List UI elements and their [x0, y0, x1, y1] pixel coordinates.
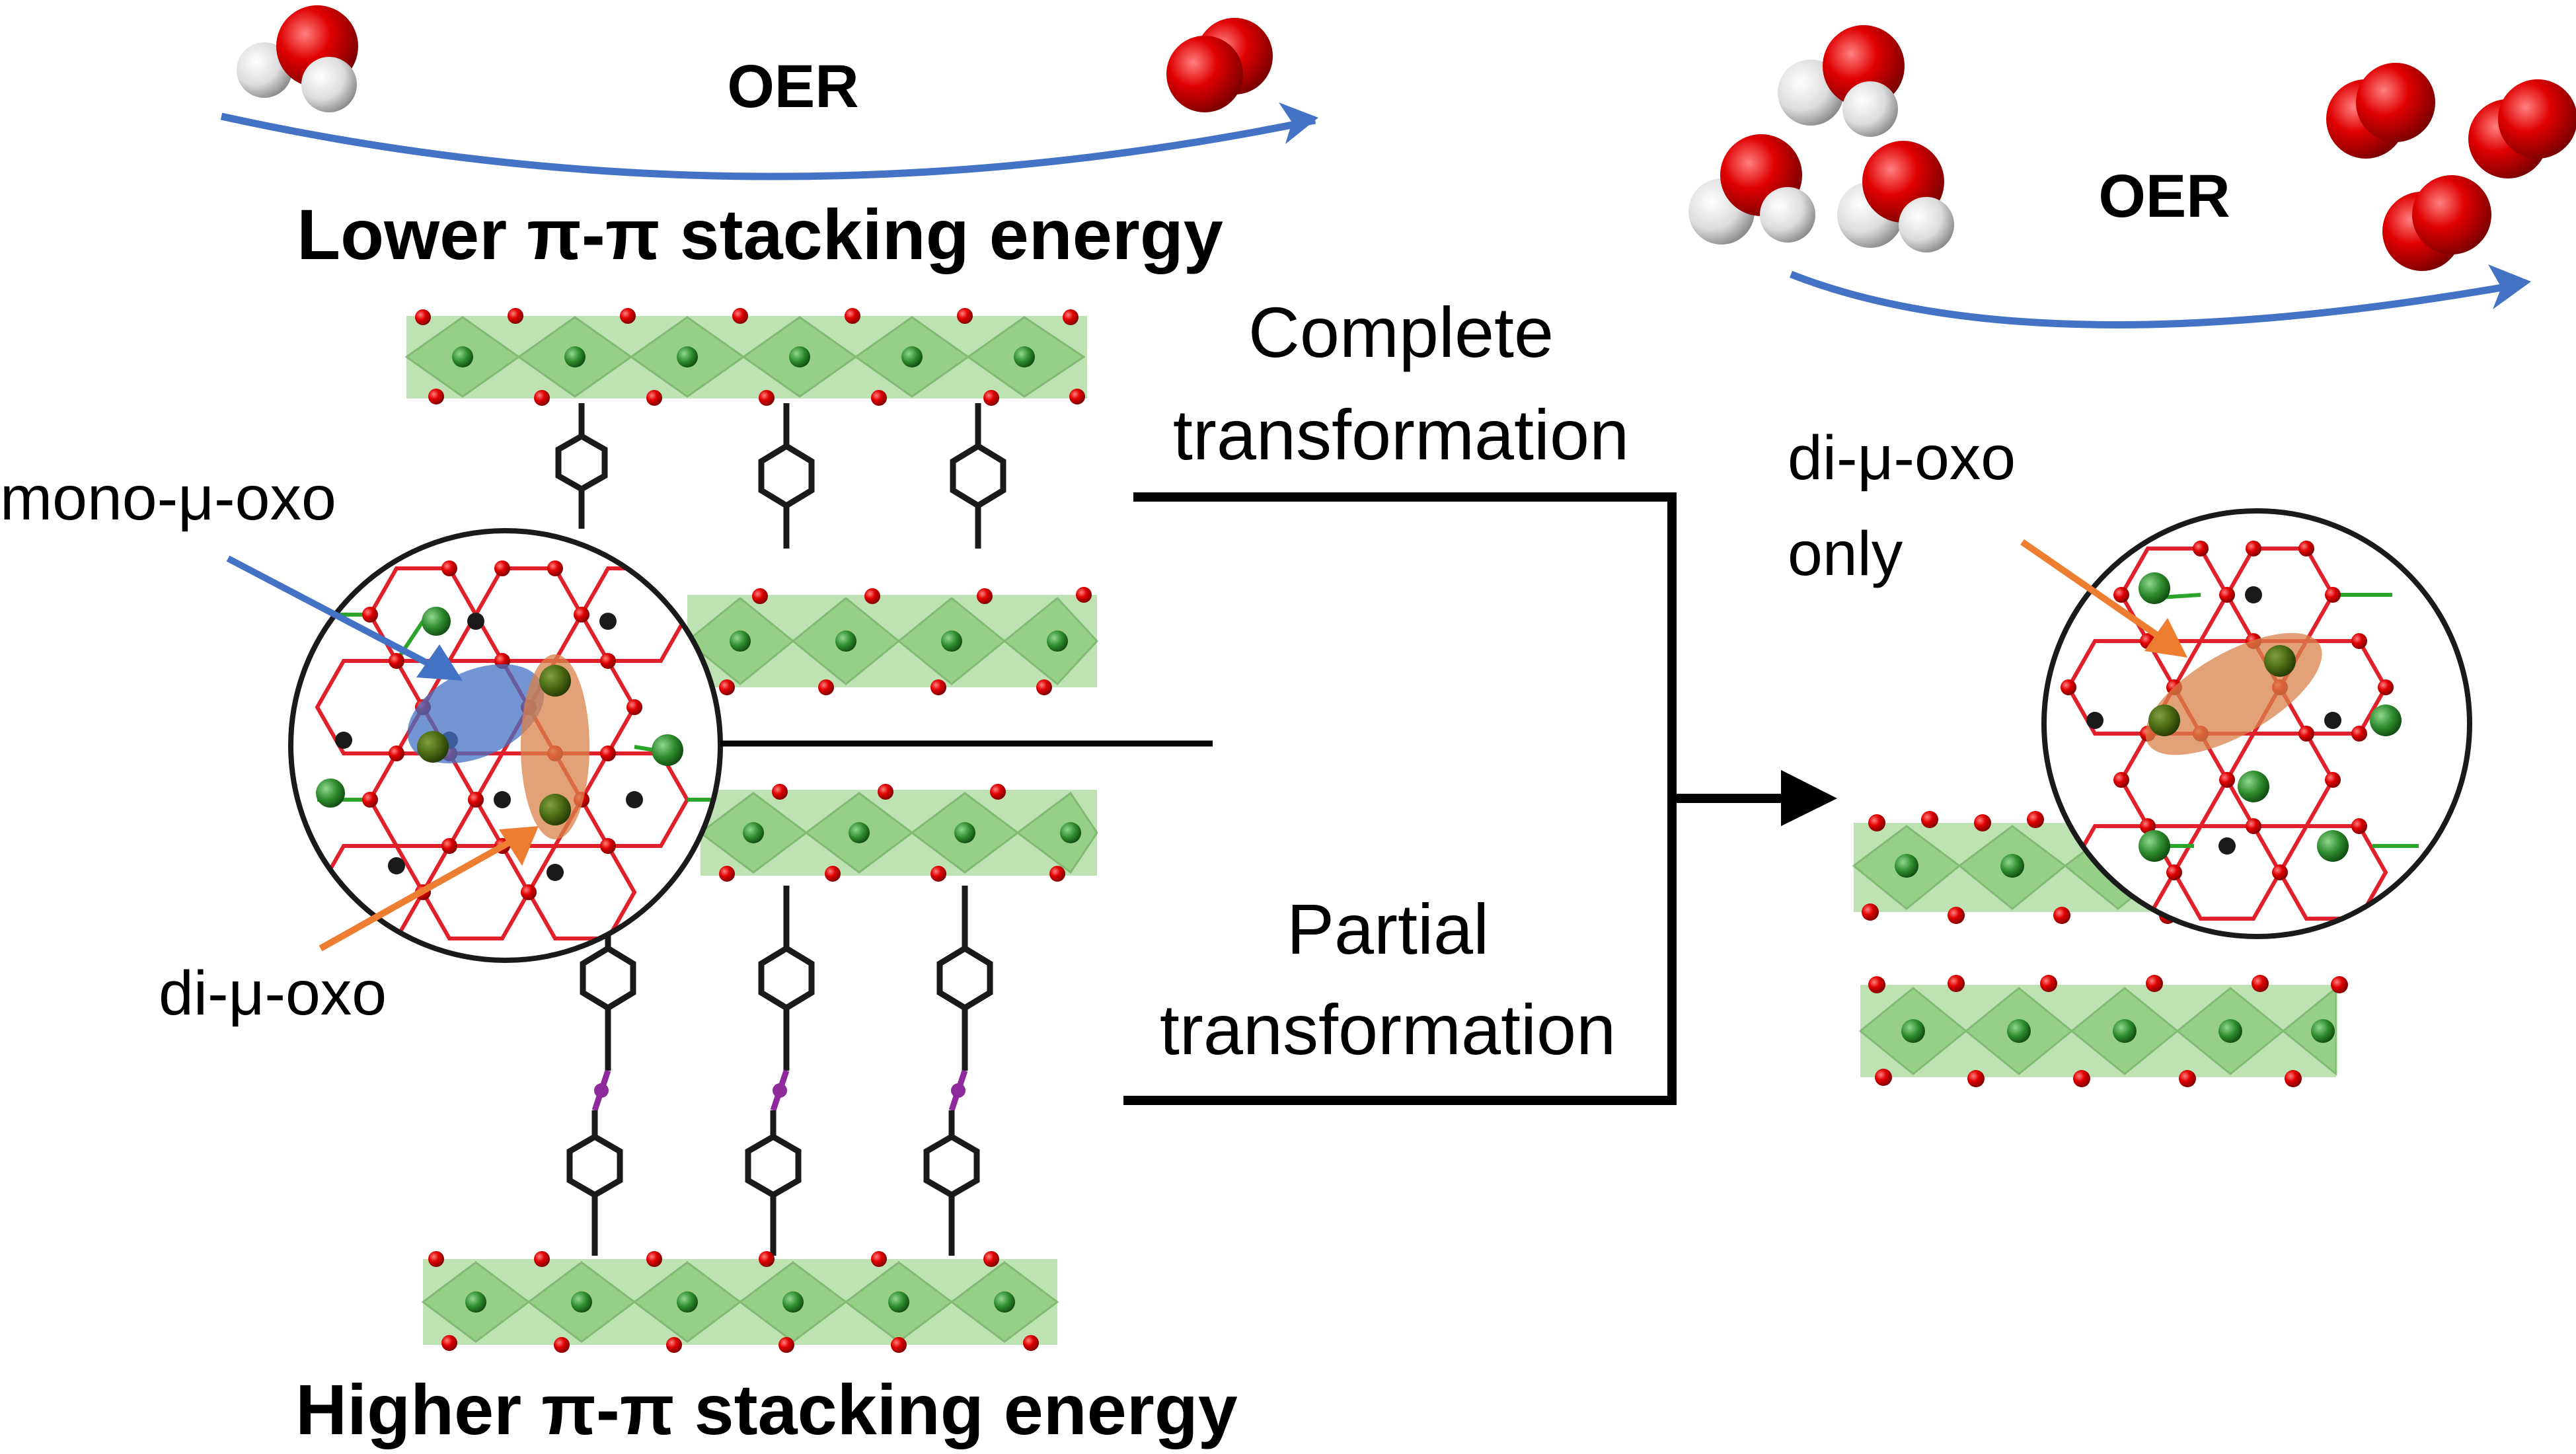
mono-oxo-highlight	[407, 664, 545, 764]
right-zoom-circle	[2041, 508, 2472, 939]
oxygen-molecule-icon	[2326, 63, 2435, 159]
complete-label-line2: transformation	[1173, 395, 1629, 475]
lower-middle-metal-layer	[699, 784, 1098, 882]
bottom-metal-layer	[421, 1251, 1059, 1353]
mono-oxo-label: mono-μ-oxo	[0, 463, 336, 533]
left-oer-reaction: OER	[220, 5, 1318, 180]
top-metal-layer	[404, 308, 1087, 406]
oer-label-right: OER	[2098, 163, 2230, 230]
oer-arrow-right	[1789, 270, 2522, 328]
water-molecule-icon	[1688, 134, 1815, 245]
di-oxo-label-right-line2: only	[1788, 519, 1903, 589]
left-mof-structure	[404, 308, 1099, 1353]
oxygen-molecule-icon	[2468, 79, 2576, 178]
right-oer-reaction: OER	[1688, 25, 2576, 328]
di-oxo-label-left: di-μ-oxo	[159, 958, 387, 1028]
product-layer-bottom	[1858, 975, 2348, 1087]
mono-oxo-pointer-arrowhead	[416, 644, 463, 681]
partial-label-line2: transformation	[1160, 989, 1616, 1069]
left-zoom-circle	[288, 528, 723, 963]
transformation-arrowhead	[1781, 770, 1837, 826]
linker-row-top	[555, 403, 1006, 549]
lower-energy-label: Lower π-π stacking energy	[297, 194, 1223, 274]
di-oxo-highlight-left	[521, 654, 589, 839]
linker-row-bottom	[566, 886, 993, 1256]
higher-energy-label: Higher π-π stacking energy	[295, 1369, 1238, 1449]
oer-arrow-left-head	[1279, 102, 1318, 144]
di-oxo-pointer-arrow-right	[2020, 539, 2163, 641]
middle-metal-layer	[685, 587, 1099, 695]
transformation-bracket	[720, 492, 1784, 1105]
oer-label-left: OER	[727, 53, 858, 120]
di-oxo-pointer-arrowhead-right	[2144, 618, 2187, 658]
partial-label-line1: Partial	[1287, 889, 1489, 969]
oer-arrow-right-head	[2488, 264, 2531, 309]
water-molecule-icon	[1837, 141, 1954, 252]
di-oxo-pointer-arrow-left	[319, 839, 511, 952]
mono-oxo-pointer-arrow	[226, 555, 432, 668]
oer-arrow-left	[220, 112, 1316, 180]
complete-label-line1: Complete	[1248, 292, 1554, 372]
oxygen-molecule-icon	[2382, 175, 2491, 271]
water-molecule-icon	[237, 5, 358, 112]
oxygen-molecule-icon	[1166, 18, 1273, 112]
di-oxo-highlight-right	[2145, 632, 2322, 755]
di-oxo-label-right-line1: di-μ-oxo	[1788, 423, 2016, 493]
di-oxo-pointer-arrowhead-left	[499, 826, 539, 866]
water-molecule-icon	[1778, 25, 1905, 137]
